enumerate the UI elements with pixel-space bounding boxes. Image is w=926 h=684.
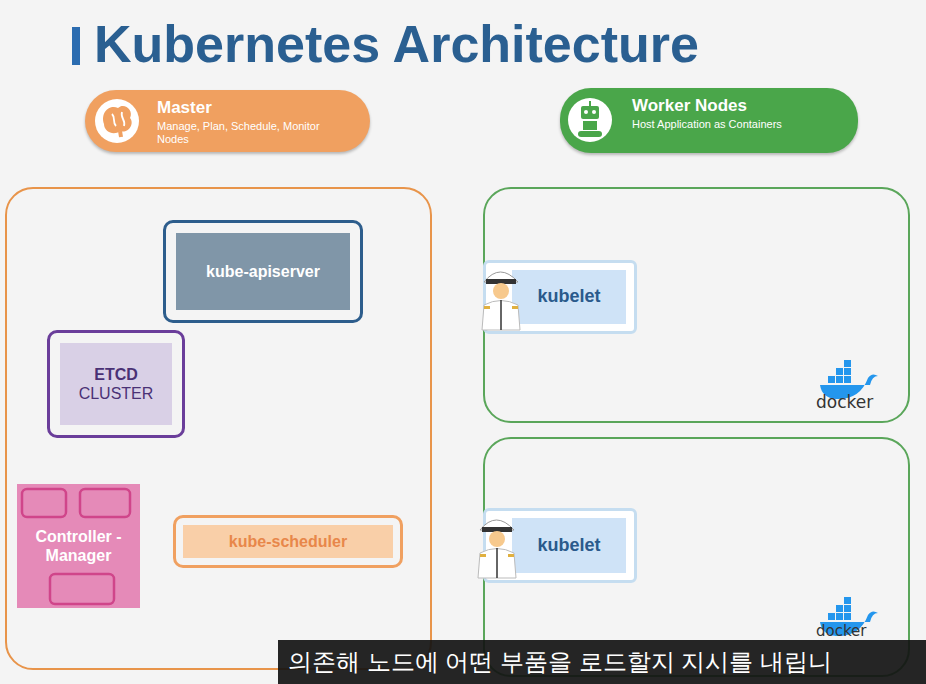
video-subtitle: 의존해 노드에 어떤 부품을 로드할지 지시를 내립니: [278, 640, 926, 684]
header-subtitle: Host Application as Containers: [632, 118, 822, 131]
title-bar: [72, 27, 80, 65]
controller-box: Controller -Manager: [17, 484, 140, 608]
component-label: ETCD: [94, 365, 138, 384]
worker-node-box: kubelet: [483, 187, 910, 423]
text-area: kube-scheduler: [183, 525, 393, 558]
component-label: kube-scheduler: [229, 532, 347, 551]
robot-icon: [568, 98, 612, 142]
master-header: MasterManage, Plan, Schedule, Monitor No…: [85, 90, 370, 152]
text-area: kube-apiserver: [176, 233, 350, 310]
text-area: ETCDCLUSTER: [60, 343, 172, 425]
text-area: kubelet: [512, 518, 626, 573]
controller-squares: [22, 489, 130, 604]
brain-icon: [95, 99, 139, 143]
kubelet-box: kubelet: [483, 260, 637, 334]
component-label: kube-apiserver: [206, 262, 320, 281]
header-title: Worker Nodes: [632, 96, 822, 116]
text-area: kubelet: [512, 270, 626, 324]
text-area: Worker NodesHost Application as Containe…: [632, 88, 822, 153]
worker-header: Worker NodesHost Application as Containe…: [560, 88, 858, 153]
docker-logo-text: docker: [816, 392, 873, 412]
kubelet-box: kubelet: [483, 508, 637, 583]
component-label: kubelet: [537, 535, 600, 557]
scheduler-box: kube-scheduler: [173, 515, 403, 568]
master-region: kube-apiserverETCDCLUSTER Controller -Man…: [5, 187, 432, 670]
captain-icon: [478, 520, 516, 578]
etcd-box: ETCDCLUSTER: [47, 330, 185, 438]
apiserver-box: kube-apiserver: [163, 220, 363, 323]
component-label: CLUSTER: [79, 384, 154, 403]
header-title: Master: [157, 98, 347, 118]
page-title: Kubernetes Architecture: [94, 14, 699, 74]
text-area: Controller -Manager: [17, 484, 140, 608]
text-area: MasterManage, Plan, Schedule, Monitor No…: [157, 90, 347, 152]
docker-logo-text: docker: [816, 622, 867, 640]
captain-icon: [482, 272, 520, 330]
component-label: Controller -Manager: [17, 527, 140, 565]
component-label: kubelet: [537, 286, 600, 308]
header-subtitle: Manage, Plan, Schedule, Monitor Nodes: [157, 120, 347, 146]
